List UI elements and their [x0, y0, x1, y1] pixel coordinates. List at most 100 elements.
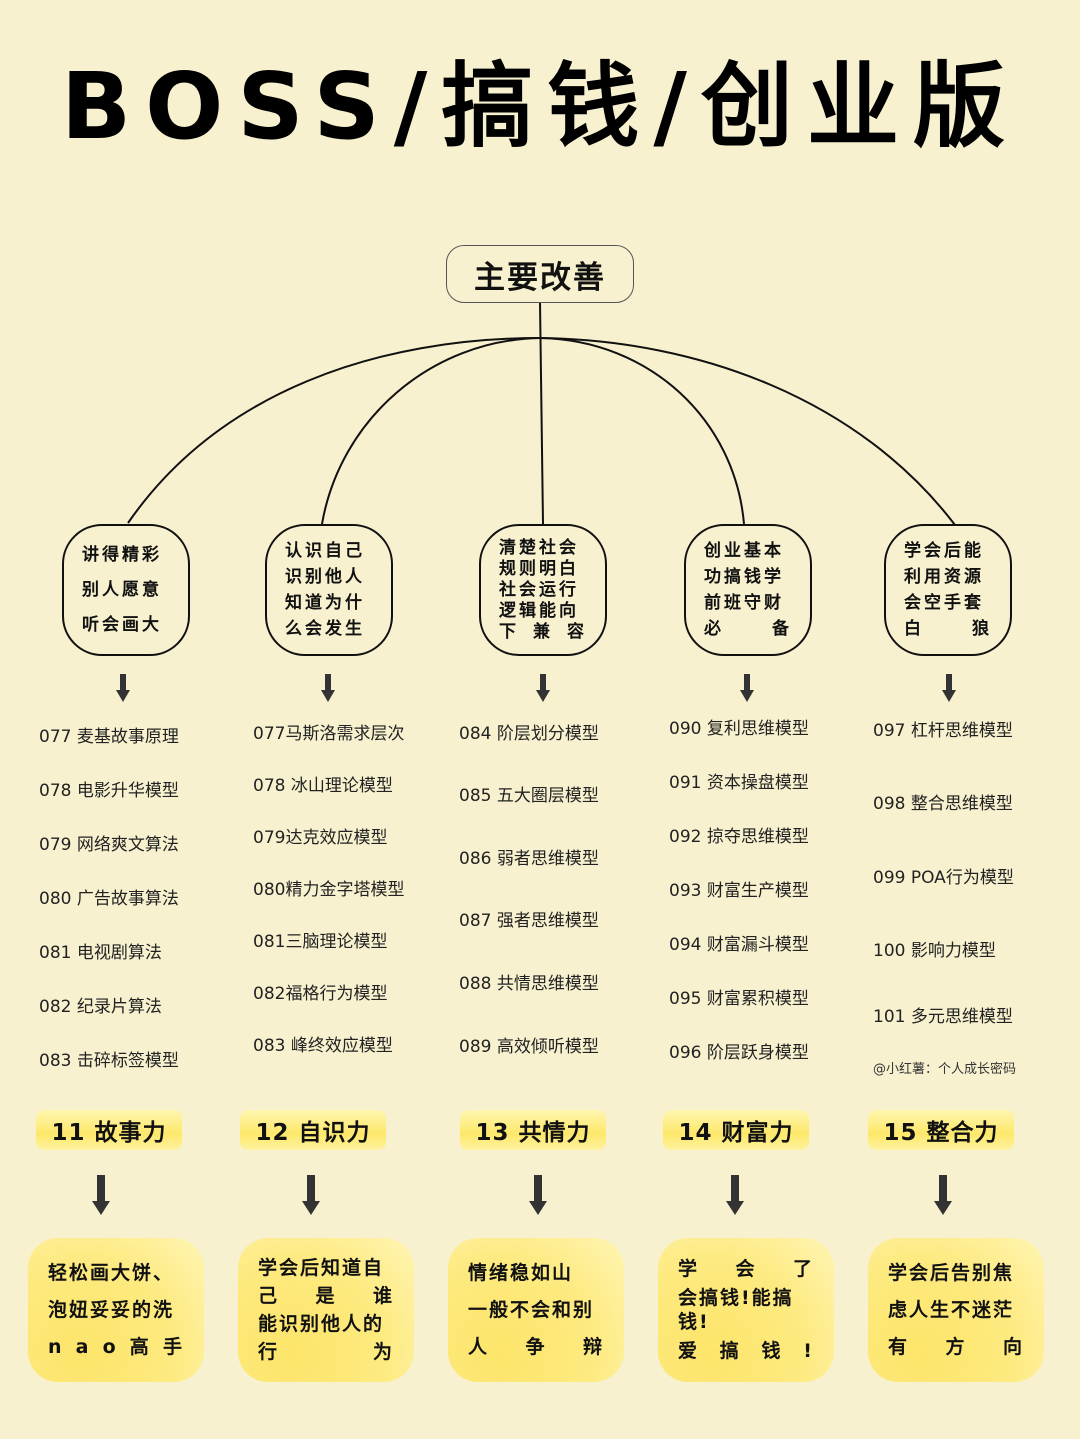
- text-segment: 己: [258, 1285, 280, 1307]
- down-arrow-icon: [92, 1175, 110, 1215]
- skill-label: 11 故事力: [36, 1110, 182, 1150]
- text-segment: 认识自己: [285, 541, 365, 561]
- branch-bubble: 讲得精彩别人愿意听会画大: [62, 524, 190, 656]
- arrow-shaft: [540, 674, 546, 692]
- text-line: 学会了: [678, 1257, 814, 1281]
- text-segment: 学: [678, 1257, 700, 1280]
- text-line: 有方向: [888, 1335, 1024, 1359]
- branch-bubble: 创业基本功搞钱学前班守财必备: [684, 524, 812, 656]
- text-line: 虑人生不迷茫: [888, 1298, 1024, 1322]
- text-line: 己是谁: [258, 1284, 394, 1308]
- text-segment: 人: [468, 1336, 490, 1359]
- text-segment: 社会运行: [499, 579, 579, 600]
- model-item: 080精力金字塔模型: [253, 880, 405, 900]
- text-segment: 利用资源: [904, 567, 984, 587]
- model-item: 079达克效应模型: [253, 828, 388, 848]
- arrow-head: [726, 1201, 744, 1215]
- text-segment: 学会后知道自: [258, 1257, 385, 1279]
- arrow-shaft: [731, 1175, 739, 1203]
- text-segment: 情绪稳如山: [468, 1261, 574, 1284]
- text-line: 学会后知道自: [258, 1256, 394, 1280]
- down-arrow-icon: [934, 1175, 952, 1215]
- result-card: 学会后知道自己是谁能识别他人的行为: [238, 1238, 414, 1382]
- text-line: 行为: [258, 1340, 394, 1364]
- result-card: 学会了会搞钱!能搞钱!爱搞钱!: [658, 1238, 834, 1382]
- text-line: 下兼容: [499, 622, 587, 642]
- model-item: 091 资本操盘模型: [669, 773, 809, 793]
- text-line: 清楚社会: [499, 538, 587, 558]
- model-item: 080 广告故事算法: [39, 889, 179, 909]
- branch-bubble: 学会后能利用资源会空手套白狼: [884, 524, 1012, 656]
- arrow-head: [740, 690, 754, 702]
- text-segment: 爱: [678, 1340, 700, 1363]
- model-item: 101 多元思维模型: [873, 1007, 1013, 1027]
- text-segment: 下: [499, 621, 519, 642]
- text-segment: 方: [945, 1336, 967, 1359]
- text-segment: 手: [162, 1336, 184, 1359]
- text-line: 识别他人: [285, 567, 373, 587]
- text-segment: 向: [1002, 1336, 1024, 1359]
- model-item: 090 复利思维模型: [669, 719, 809, 739]
- model-item: 084 阶层划分模型: [459, 724, 599, 744]
- result-card: 情绪稳如山一般不会和别人争辩: [448, 1238, 624, 1382]
- arrow-shaft: [534, 1175, 542, 1203]
- text-line: 轻松画大饼、: [48, 1261, 184, 1285]
- text-segment: 泡妞妥妥的洗: [48, 1298, 175, 1321]
- text-line: 创业基本: [704, 541, 792, 561]
- text-segment: 前班守财: [704, 593, 784, 613]
- text-segment: 学会后能: [904, 541, 984, 561]
- text-segment: a: [75, 1336, 91, 1359]
- text-segment: 为: [372, 1341, 394, 1363]
- arrow-head: [529, 1201, 547, 1215]
- text-segment: 了: [792, 1257, 814, 1280]
- text-line: 人争辩: [468, 1335, 604, 1359]
- text-segment: 虑人生不迷茫: [888, 1298, 1015, 1321]
- model-item: 079 网络爽文算法: [39, 835, 179, 855]
- text-segment: 识别他人: [285, 567, 365, 587]
- arrow-head: [116, 690, 130, 702]
- arrow-shaft: [744, 674, 750, 692]
- down-arrow-icon: [529, 1175, 547, 1215]
- text-line: 知道为什: [285, 593, 373, 613]
- skill-label: 12 自识力: [240, 1110, 386, 1150]
- connector-lines: [127, 301, 956, 526]
- text-line: 必备: [704, 619, 792, 639]
- text-segment: 学会后告别焦: [888, 1261, 1015, 1284]
- text-segment: 搞: [719, 1340, 741, 1363]
- arrow-head: [934, 1201, 952, 1215]
- text-segment: 听会画大: [82, 614, 162, 635]
- model-item: 083 峰终效应模型: [253, 1036, 393, 1056]
- text-line: 泡妞妥妥的洗: [48, 1298, 184, 1322]
- model-item: 094 财富漏斗模型: [669, 935, 809, 955]
- arrow-shaft: [325, 674, 331, 692]
- model-item: 100 影响力模型: [873, 941, 996, 961]
- text-line: 别人愿意: [82, 580, 170, 600]
- text-segment: 争: [525, 1336, 547, 1359]
- text-line: 爱搞钱!: [678, 1339, 814, 1363]
- text-segment: 知道为什: [285, 593, 365, 613]
- arrow-head: [92, 1201, 110, 1215]
- credit-text: @小红薯：个人成长密码: [873, 1062, 1017, 1077]
- text-line: 一般不会和别: [468, 1298, 604, 1322]
- arrow-shaft: [120, 674, 126, 692]
- text-segment: 白: [904, 619, 924, 639]
- text-segment: 必: [704, 619, 724, 639]
- text-segment: 谁: [372, 1285, 394, 1307]
- text-segment: 规则明白: [499, 559, 579, 580]
- down-arrow-icon: [116, 674, 130, 702]
- text-segment: 狼: [972, 619, 992, 639]
- text-line: 逻辑能向: [499, 601, 587, 621]
- text-line: 认识自己: [285, 541, 373, 561]
- text-segment: 兼: [533, 621, 553, 642]
- model-item: 092 掠夺思维模型: [669, 827, 809, 847]
- model-item: 099 POA行为模型: [873, 868, 1014, 888]
- text-line: 听会画大: [82, 615, 170, 635]
- model-item: 077马斯洛需求层次: [253, 724, 405, 744]
- text-segment: 高: [129, 1336, 151, 1359]
- model-item: 085 五大圈层模型: [459, 786, 599, 806]
- model-item: 082福格行为模型: [253, 984, 388, 1004]
- branch-bubble: 清楚社会规则明白社会运行逻辑能向下兼容: [479, 524, 607, 656]
- model-item: 098 整合思维模型: [873, 794, 1013, 814]
